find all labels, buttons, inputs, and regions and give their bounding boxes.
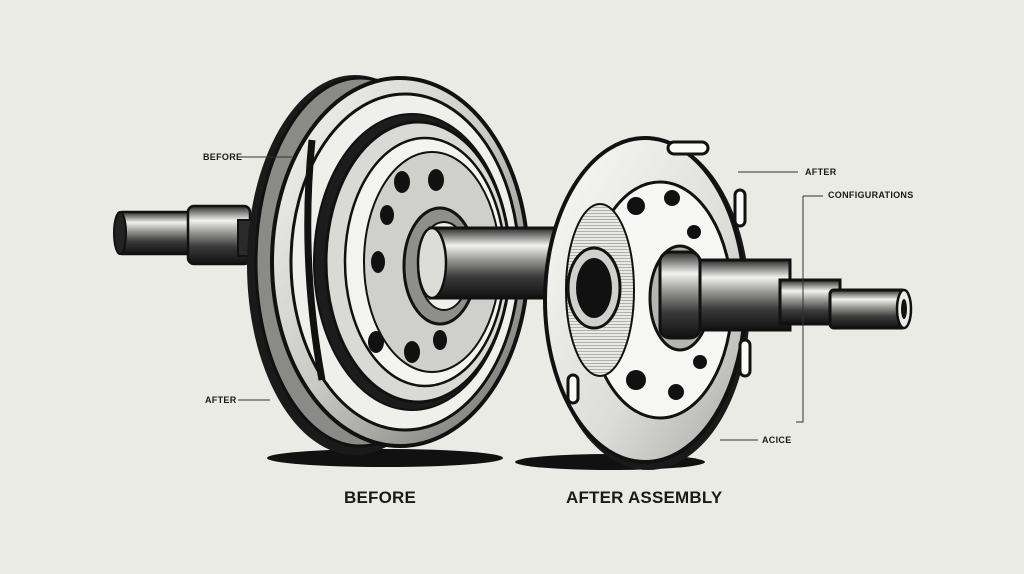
callout-acice: ACICE <box>762 435 792 445</box>
flange-slot <box>738 338 752 378</box>
bolt-hole <box>371 251 385 273</box>
after-flange <box>543 136 752 470</box>
flange-slot <box>733 188 747 228</box>
callout-after-left: AFTER <box>205 395 237 405</box>
bolt-hole <box>368 331 384 353</box>
bolt-hole <box>626 370 646 390</box>
bolt-hole <box>687 225 701 239</box>
left-shaft <box>113 204 269 266</box>
caption-after-assembly: AFTER ASSEMBLY <box>566 488 723 507</box>
bolt-hole <box>627 197 645 215</box>
bolt-hole <box>664 190 680 206</box>
callout-after-right: AFTER <box>805 167 837 177</box>
bolt-hole <box>428 169 444 191</box>
bolt-hole <box>394 171 410 193</box>
bolt-hole <box>404 341 420 363</box>
flange-slot <box>566 373 580 405</box>
flange-slot <box>666 140 710 156</box>
callout-before: BEFORE <box>203 152 243 162</box>
caption-before: BEFORE <box>344 488 417 507</box>
right-shaft <box>658 250 913 340</box>
bolt-hole <box>380 205 394 225</box>
bolt-hole <box>433 330 447 350</box>
leader-configurations <box>796 196 804 423</box>
before-wheel <box>247 75 530 455</box>
bolt-hole <box>668 384 684 400</box>
callout-configurations: CONFIGURATIONS <box>828 190 914 200</box>
bolt-hole <box>693 355 707 369</box>
shadow-before <box>267 449 503 467</box>
